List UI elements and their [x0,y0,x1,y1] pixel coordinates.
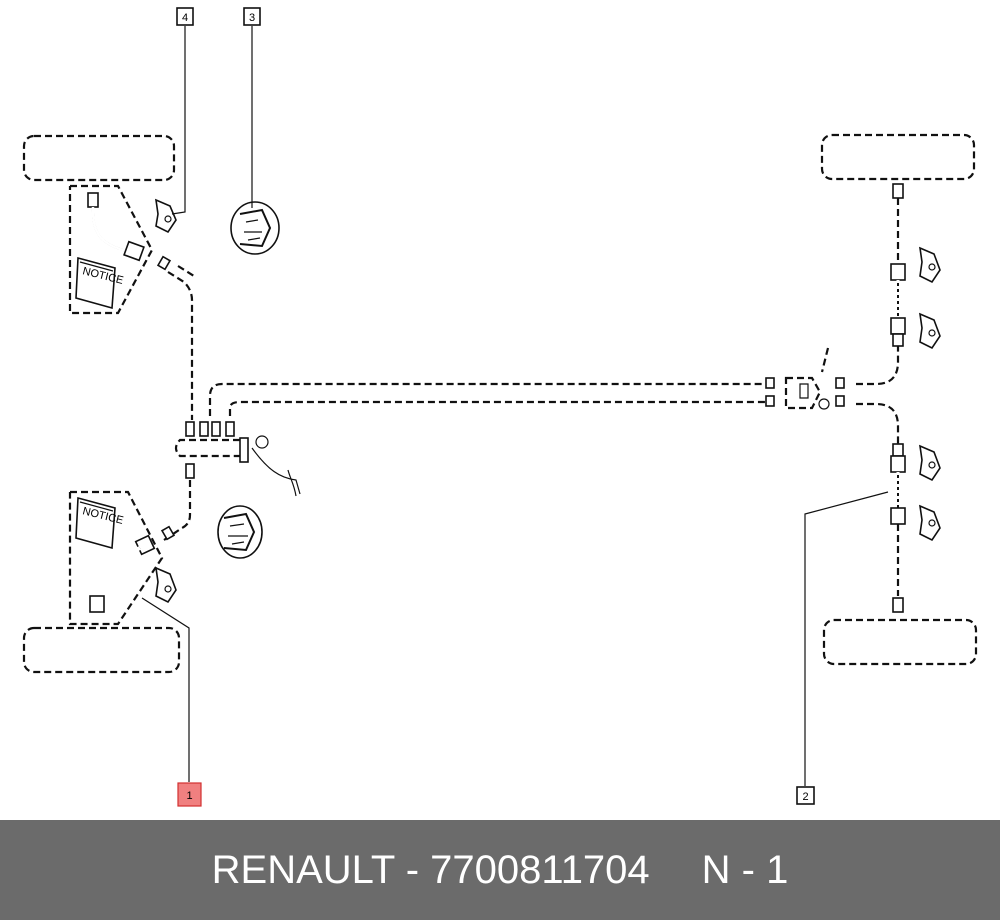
part-number-text: RENAULT - 7700811704 [211,848,650,892]
right-lower-hose [890,443,906,613]
leader-line-1 [141,597,190,782]
bracket-lower-left [155,566,177,604]
notice-booklet-lower: NOTICE [75,496,125,550]
front-left-tire [22,134,176,182]
rear-right-tire [822,618,978,666]
main-line-lower [228,400,768,416]
right-upper-hose [890,183,906,347]
left-fittings [156,255,235,541]
callout-3[interactable]: 3 [243,7,261,26]
master-cylinder [174,438,240,458]
lower-kit-box [68,490,164,626]
front-right-tire [820,133,976,181]
right-lower-line [856,402,900,444]
bracket-right-4 [919,504,941,542]
callout-1[interactable]: 1 [177,782,202,807]
callout-2[interactable]: 2 [796,786,815,805]
callout-1-label: 1 [186,790,192,802]
lower-left-hose [89,534,156,613]
bracket-right-2 [919,312,941,350]
notice-booklet-upper: NOTICE [75,256,125,310]
callout-4[interactable]: 4 [176,7,194,26]
bracket-right-3 [919,444,941,482]
left-upper-line [167,271,194,420]
callout-2-label: 2 [802,791,808,803]
bracket-right-1 [919,246,941,284]
bracket-upper-left [155,198,177,234]
left-upper-line-inner [177,265,195,277]
upper-left-hose [87,192,145,262]
callout-3-label: 3 [249,12,255,24]
rear-junction [765,347,845,410]
leader-line-4 [171,26,186,215]
clip-lower [217,505,263,559]
leader-line-2 [804,491,889,786]
part-footer: RENAULT - 7700811704 N - 1 [0,820,1000,920]
callout-4-label: 4 [182,12,188,24]
main-line-upper [208,382,768,416]
quantity-text: N - 1 [701,848,789,892]
right-upper-line [856,346,900,386]
brake-line-diagram: NOTICE NOTICE [22,7,978,807]
upper-kit-box [68,184,154,315]
left-lower-line [163,480,192,541]
clip-upper [230,201,280,255]
brake-pedal [239,435,301,497]
rear-left-tire [22,626,181,674]
